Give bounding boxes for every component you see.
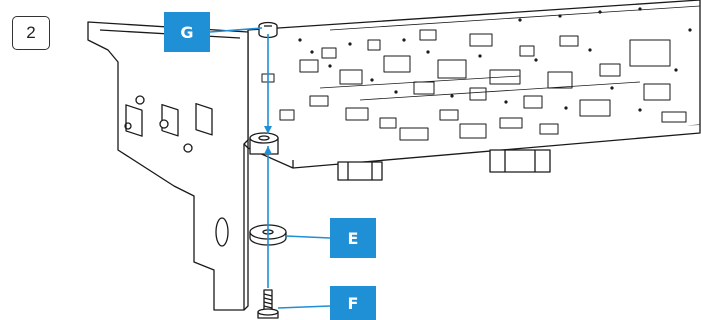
callout-g-label: G [180,22,194,42]
pci-bracket [87,21,249,311]
leader-f [277,305,331,309]
screw-g [258,21,278,39]
step-number-label: 2 [26,23,36,42]
arrow-up-e [264,146,272,154]
callout-f: F [330,286,376,320]
callout-e: E [330,218,376,258]
callout-g: G [164,12,210,52]
mounting-standoff [249,132,279,155]
screw-f [257,289,279,319]
circuit-board [247,0,701,181]
leader-g [209,27,263,33]
callout-e-label: E [347,228,359,248]
callout-f-label: F [347,293,359,313]
step-number-badge: 2 [12,16,50,50]
arrow-down-g [264,126,272,134]
leader-e [285,235,331,239]
